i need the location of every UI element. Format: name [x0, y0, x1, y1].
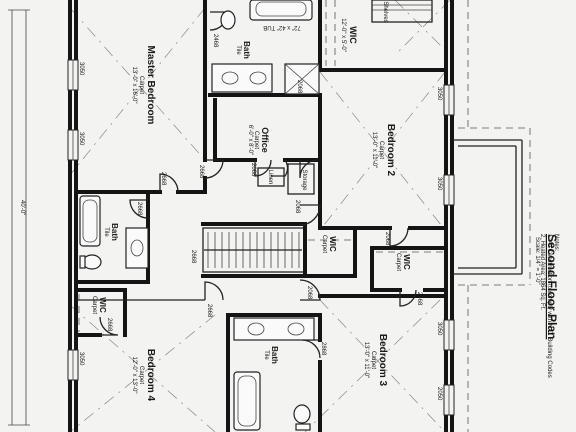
- interior-walls: [74, 0, 448, 432]
- door-size-label: 2868: [320, 342, 326, 356]
- note-line: 1. All Construction to comply with N.C. …: [546, 234, 552, 378]
- room-bedroom-2: Bedroom 2 Carpet 13'-0" x 11'-0": [371, 124, 396, 177]
- master-bedroom-floor: Carpet: [138, 76, 144, 94]
- door-size-label: 2468: [212, 34, 218, 48]
- storage-label: Storage: [301, 169, 307, 191]
- lower-bath-tub: [233, 371, 261, 431]
- window-size-label: 3050: [436, 177, 442, 191]
- master-vanity: [211, 63, 273, 93]
- left-bath-toilet: [82, 254, 102, 270]
- bedroom4-floor: Carpet: [138, 366, 144, 384]
- left-bath-tub: [79, 195, 101, 247]
- room-bedroom-3: Bedroom 3 Carpet 13'-0" x 11'-0": [363, 334, 388, 387]
- door-size-label: 2468: [416, 292, 422, 306]
- window-size-label: 3050: [78, 352, 84, 366]
- bedroom4-dims: 12'-0" x 13'-0": [131, 357, 137, 394]
- master-tub: [249, 0, 313, 21]
- bedroom3-name: Bedroom 3: [377, 334, 388, 387]
- plan-scale: Scale: 1/4" = 1'-0": [534, 237, 540, 285]
- door-size-label: 2668: [190, 250, 196, 264]
- staircase: [204, 232, 302, 268]
- room-wic-left: WIC Carpet: [91, 296, 107, 314]
- wic-left-floor: Carpet: [91, 296, 97, 314]
- title-block: Second Floor Plan Scale: 1/4" = 1'-0" No…: [534, 234, 559, 378]
- master-bedroom-name: Master Bedroom: [145, 46, 156, 125]
- wic-master-dims: 12'-0" x 5'-0": [340, 18, 346, 52]
- door-size-callouts: 2668 2668 2068 2068 2668 2068 2468 2668 …: [106, 34, 422, 356]
- left-bath-vanity: [125, 227, 149, 269]
- door-size-label: 2668: [198, 165, 204, 179]
- roof-ridge-lines: [69, 0, 451, 432]
- bedroom2-name: Bedroom 2: [385, 124, 396, 177]
- door-size-label: 2068: [294, 200, 300, 214]
- shelves-label: Shelves: [382, 1, 388, 22]
- room-wic-master: WIC 12'-0" x 5'-0": [340, 18, 358, 52]
- master-toilet: [220, 10, 236, 30]
- door-size-label: 2068: [250, 163, 256, 177]
- bedroom2-dims: 13'-0" x 11'-0": [371, 132, 377, 168]
- bedroom3-floor: Carpet: [370, 351, 376, 369]
- window-size-label: 3050: [436, 87, 442, 101]
- wic-center-name: WIC: [328, 236, 337, 252]
- office-floor: Carpet: [253, 131, 259, 149]
- door-size-label: 2668: [136, 202, 142, 216]
- door-size-label: 2068: [296, 80, 302, 94]
- room-shelves: Shelves: [382, 1, 388, 22]
- wic-master-name: WIC: [348, 26, 358, 44]
- linen-label: Linen: [267, 170, 273, 185]
- wic-left-name: WIC: [98, 297, 107, 313]
- overall-dimension-line: [8, 9, 30, 426]
- note-line: 2. Heated Area: 1864 Sq. Ft.: [539, 234, 545, 310]
- plumbing-fixtures: [78, 0, 444, 431]
- master-bath-floor: Tile: [235, 45, 241, 55]
- window-size-callouts: 3050 3050 3050 3050 3050 3050 2050: [78, 62, 442, 401]
- bedroom3-dims: 13'-0" x 11'-0": [363, 342, 369, 378]
- room-bath-lower: Bath Tile: [263, 346, 279, 364]
- door-size-label: 2068: [306, 286, 312, 300]
- bath-lower-name: Bath: [270, 346, 279, 364]
- door-size-label: 2068: [384, 232, 390, 246]
- plan-title: Second Floor Plan: [545, 234, 559, 339]
- bath-left-name: Bath: [110, 223, 119, 241]
- bedroom4-name: Bedroom 4: [145, 349, 156, 402]
- door-size-label: 2668: [106, 318, 112, 332]
- window-size-label: 3050: [78, 132, 84, 146]
- windows: [67, 59, 455, 416]
- window-size-label: 3050: [78, 62, 84, 76]
- door-size-label: 2668: [206, 304, 212, 318]
- master-tub-label-group: 72" x 42" TUB: [263, 24, 301, 30]
- window-size-label: 2050: [436, 387, 442, 401]
- bath-left-floor: Tile: [103, 227, 109, 237]
- room-linen: Linen: [267, 170, 273, 185]
- porch-railing: [452, 127, 531, 286]
- wic-right-floor: Carpet: [395, 253, 401, 271]
- bath-lower-floor: Tile: [263, 350, 269, 360]
- wic-right-name: WIC: [402, 254, 411, 270]
- room-master-bedroom: Master Bedroom Carpet 13'-0" x 16'-0": [131, 46, 156, 125]
- room-bath-left: Bath Tile: [103, 223, 119, 241]
- bedroom2-floor: Carpet: [378, 141, 384, 159]
- room-storage: Storage: [301, 169, 307, 191]
- door-size-label: 2668: [160, 172, 166, 186]
- office-dims: 6'-0" x 8'-0": [247, 125, 253, 155]
- window-size-label: 3050: [436, 322, 442, 336]
- notes-header: Notes:: [553, 234, 559, 252]
- room-bedroom-4: Bedroom 4 Carpet 12'-0" x 13'-0": [131, 349, 156, 402]
- room-office: Office Carpet 6'-0" x 8'-0": [247, 125, 270, 155]
- room-wic-center: WIC Carpet: [321, 235, 337, 253]
- master-bath-name: Bath: [242, 41, 251, 59]
- room-master-bath: Bath Tile: [235, 41, 251, 59]
- lower-bath-vanity: [233, 317, 315, 341]
- lower-bath-toilet: [293, 404, 311, 424]
- room-wic-right: WIC Carpet: [395, 253, 411, 271]
- wic-center-floor: Carpet: [321, 235, 327, 253]
- office-name: Office: [260, 127, 270, 153]
- overall-dimension-label: 40'-0": [19, 200, 25, 215]
- master-bedroom-dims: 13'-0" x 16'-0": [131, 67, 137, 104]
- master-tub-label: 72" x 42" TUB: [263, 24, 301, 30]
